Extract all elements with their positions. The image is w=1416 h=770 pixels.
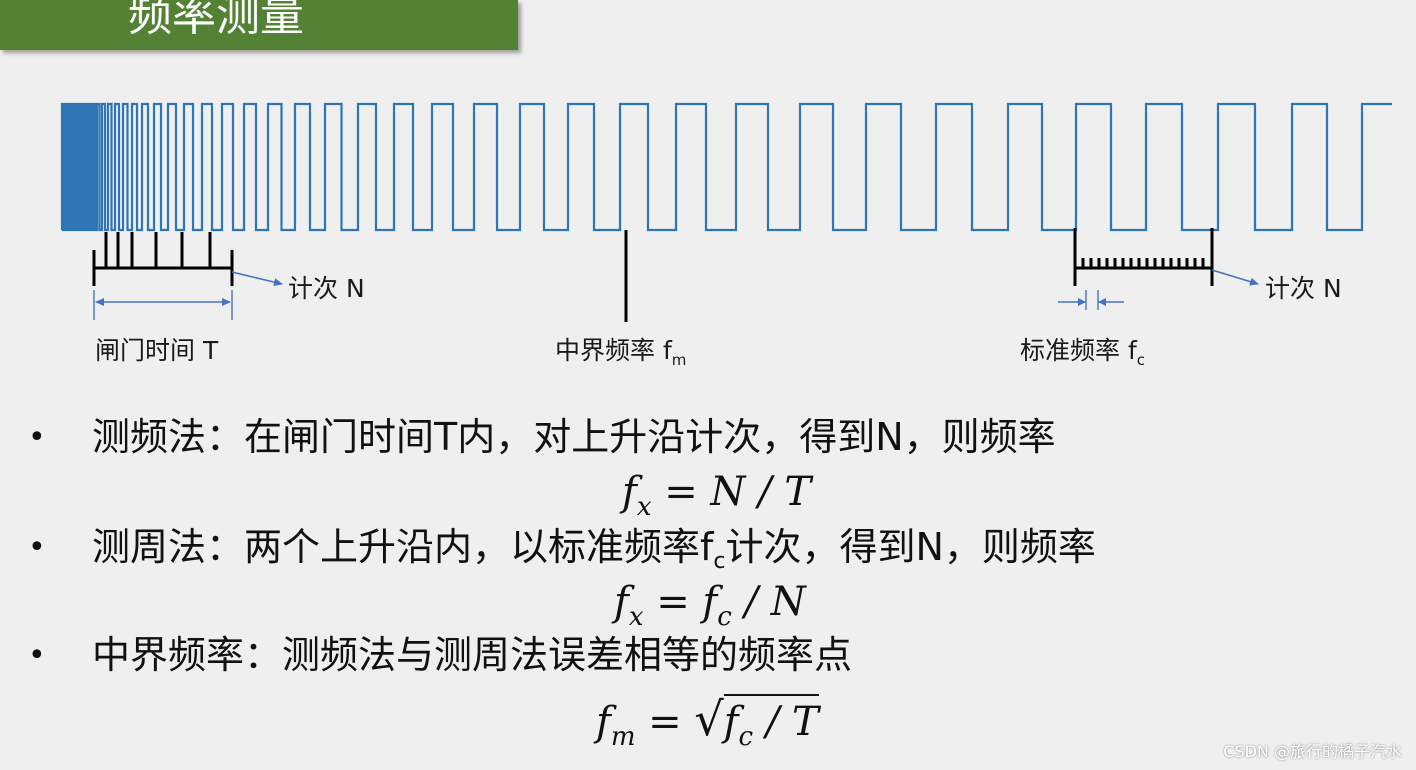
bullet-marker: • xyxy=(28,638,46,673)
count-label-right: 计次 N xyxy=(1265,274,1342,303)
gate-arrow-head-left xyxy=(95,298,104,306)
count-arrow-right xyxy=(1211,269,1259,286)
gate-time-label: 闸门时间 T xyxy=(95,336,219,365)
bullet-mid-frequency: 中界频率：测频法与测周法误差相等的频率点 xyxy=(92,633,853,677)
std-arrow-head-left xyxy=(1078,298,1086,306)
mid-frequency-label: 中界频率 fm xyxy=(555,336,687,369)
bullet-frequency-method: 测频法：在闸门时间T内，对上升沿计次，得到N，则频率 xyxy=(92,415,1056,459)
count-arrow-left xyxy=(231,271,283,287)
gate-count-ticks xyxy=(92,232,234,286)
page-title: 频率测量 xyxy=(128,0,304,41)
std-count-ticks xyxy=(1081,258,1205,268)
watermark: CSDN @旅行的橘子汽水 xyxy=(1223,742,1402,761)
formula-fx-fc-over-n: fx = fc / N xyxy=(614,579,806,632)
bullet-marker: • xyxy=(28,530,46,565)
std-frequency-label: 标准频率 fc xyxy=(1020,336,1145,369)
bullet-period-method: 测周法：两个上升沿内，以标准频率fc计次，得到N，则频率 xyxy=(92,525,1096,574)
bullet-marker: • xyxy=(28,420,46,455)
title-bar: 频率测量 xyxy=(0,0,518,50)
square-wave xyxy=(60,102,1392,232)
std-arrow-head-right xyxy=(1098,298,1106,306)
count-label-left: 计次 N xyxy=(288,274,365,303)
formula-fx-n-over-t: fx = N / T xyxy=(622,469,812,522)
frequency-diagram xyxy=(60,102,1392,322)
gate-arrow-head-right xyxy=(222,298,231,306)
formula-fm-sqrt: fm = √fc / T xyxy=(596,694,819,761)
